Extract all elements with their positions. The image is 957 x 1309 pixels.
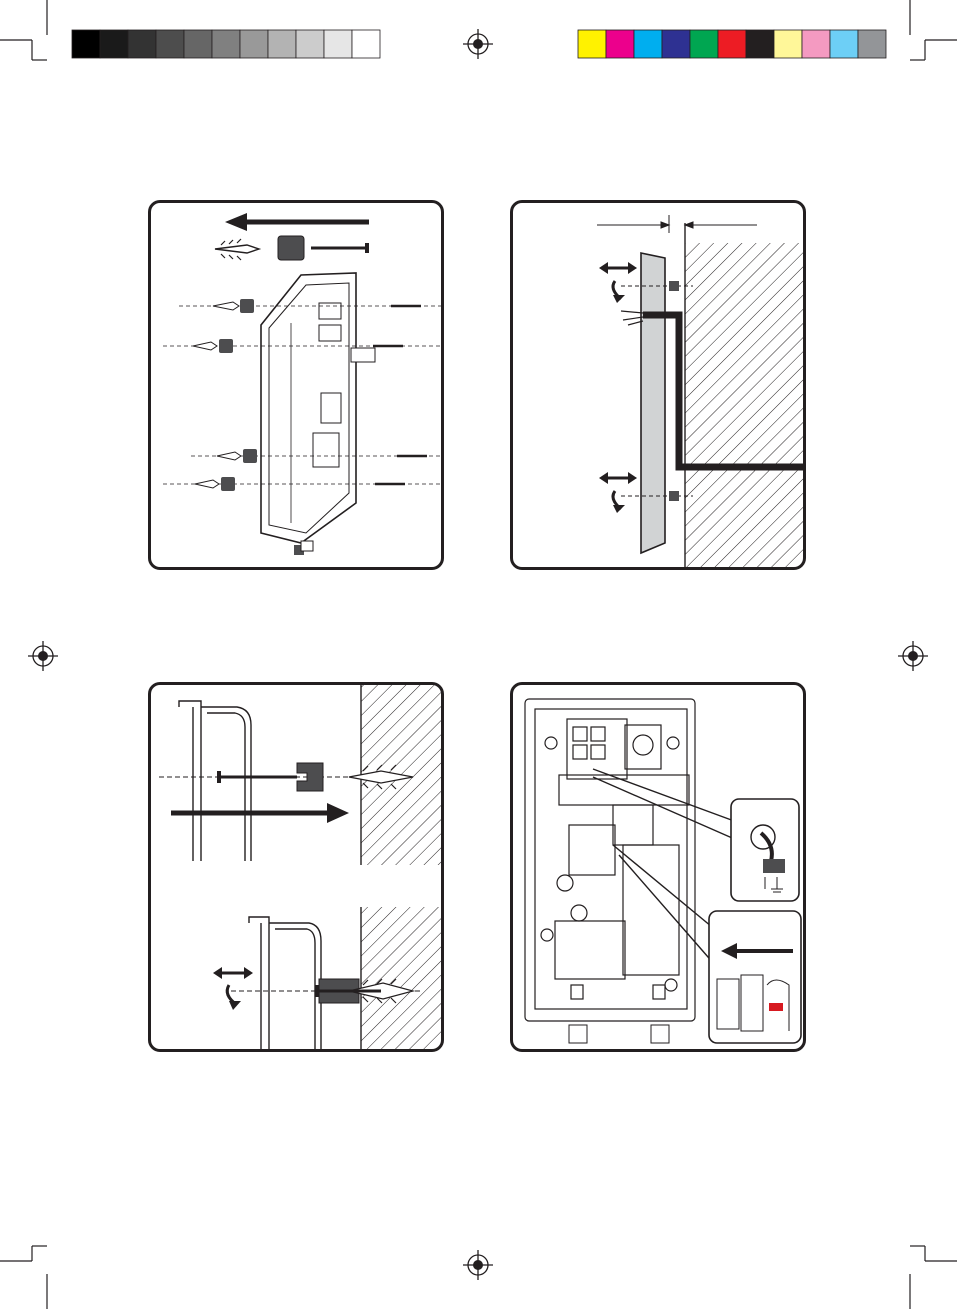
terminal-block-icon	[763, 859, 785, 873]
color-swatch	[240, 30, 268, 58]
color-swatch	[100, 30, 128, 58]
terminal-callout	[709, 911, 801, 1043]
double-arrow-icon	[599, 262, 637, 274]
gray-scale-bar	[72, 30, 380, 58]
color-scale-bar	[578, 30, 886, 58]
heater-side-icon	[249, 917, 321, 1049]
color-swatch	[578, 30, 606, 58]
color-swatch	[858, 30, 886, 58]
heater-unit-icon	[261, 273, 375, 555]
color-swatch	[606, 30, 634, 58]
registration-mark-icon	[463, 29, 493, 59]
wall-hatch-icon	[685, 243, 803, 567]
arrow-left-icon	[225, 213, 369, 231]
color-swatch	[128, 30, 156, 58]
arrow-right-icon	[171, 803, 349, 823]
panel-side-section-adjust	[510, 200, 806, 570]
wall-hatch-icon	[361, 907, 441, 1049]
color-swatch	[184, 30, 212, 58]
registration-mark-icon	[898, 641, 928, 671]
registration-mark-icon	[28, 641, 58, 671]
color-swatch	[718, 30, 746, 58]
color-swatch	[746, 30, 774, 58]
panel-wiring-detail	[510, 682, 806, 1052]
color-swatch	[802, 30, 830, 58]
color-swatch	[72, 30, 100, 58]
cable-gland-callout	[731, 799, 799, 901]
registration-mark-icon	[463, 1250, 493, 1280]
spacer-block-icon	[278, 236, 304, 260]
color-swatch	[662, 30, 690, 58]
color-swatch	[774, 30, 802, 58]
screw-icon	[217, 771, 297, 783]
color-swatch	[634, 30, 662, 58]
wall-plug-icon	[215, 239, 259, 260]
color-swatch	[212, 30, 240, 58]
color-swatch	[156, 30, 184, 58]
spacer-block-icon	[297, 763, 323, 791]
double-arrow-icon	[213, 967, 253, 979]
panel-screw-into-wall	[148, 682, 444, 1052]
color-swatch	[352, 30, 380, 58]
color-swatch	[296, 30, 324, 58]
screw-icon	[311, 243, 369, 253]
heater-side-icon	[641, 253, 665, 553]
double-arrow-icon	[599, 472, 637, 484]
color-swatch	[830, 30, 858, 58]
panel-wall-fixing-exploded	[148, 200, 444, 570]
color-swatch	[324, 30, 352, 58]
color-swatch	[268, 30, 296, 58]
color-swatch	[690, 30, 718, 58]
heater-side-icon	[179, 701, 251, 861]
heater-interior-icon	[525, 699, 695, 1021]
